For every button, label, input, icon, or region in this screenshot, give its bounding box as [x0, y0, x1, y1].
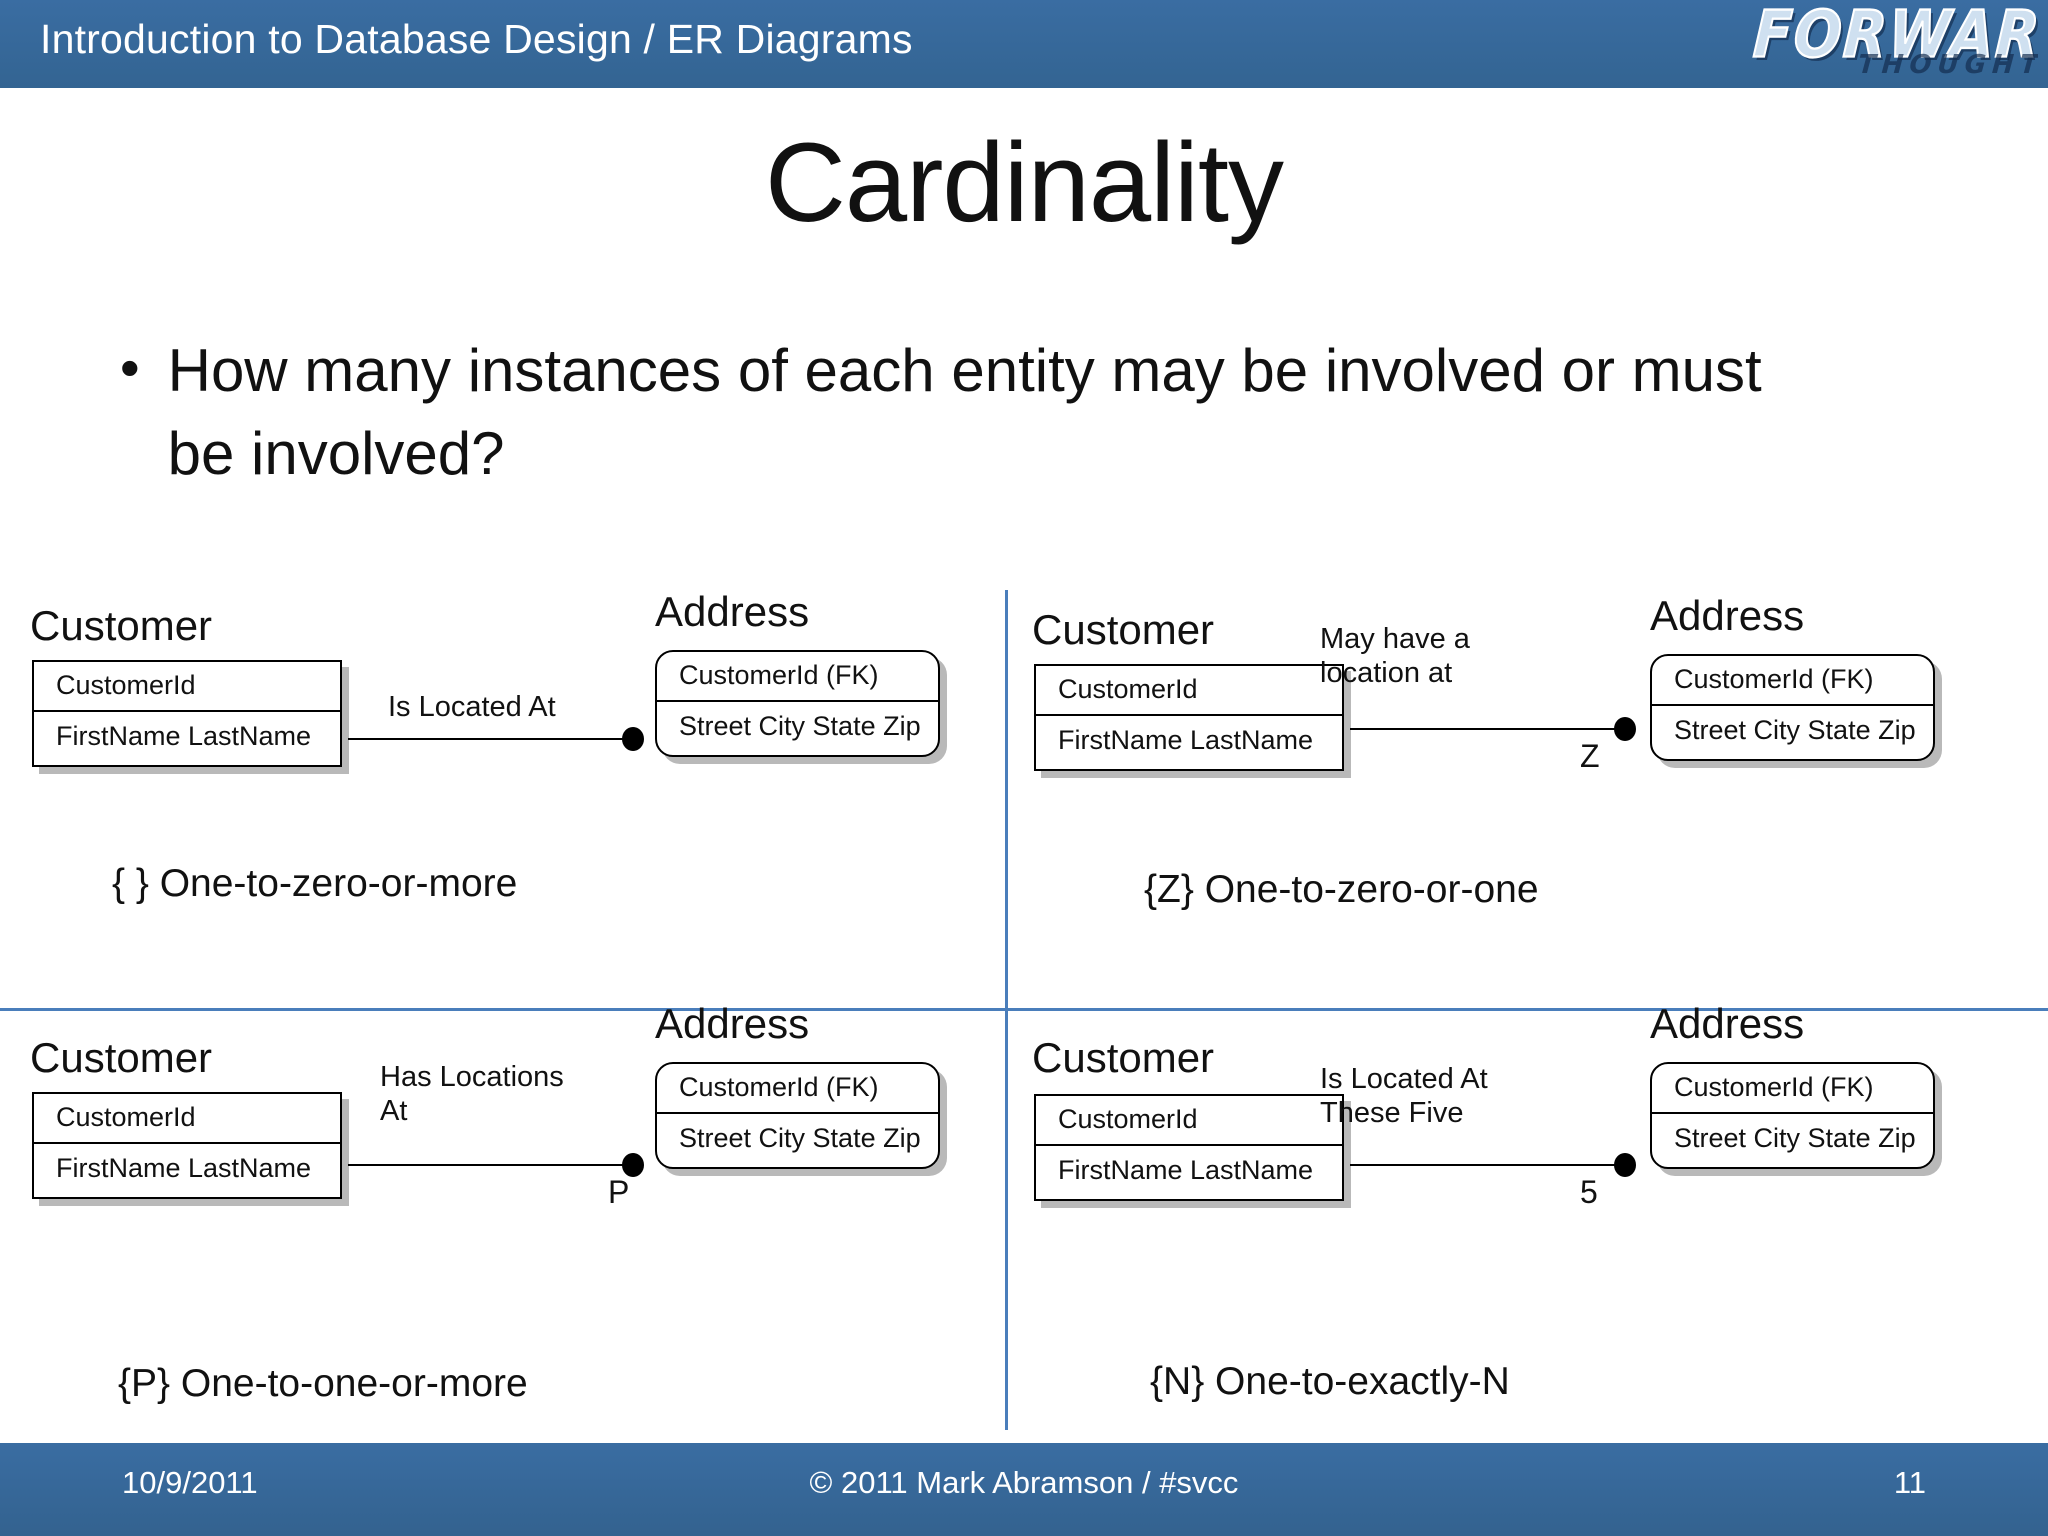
entity-attrs-address: Street City State Zip	[679, 1123, 921, 1153]
entity-key-customer: CustomerId	[34, 662, 340, 712]
entity-attrs-address: Street City State Zip	[1674, 715, 1916, 745]
horizontal-divider	[0, 1008, 2048, 1011]
entity-box-customer: CustomerId FirstName LastName	[1034, 1094, 1344, 1201]
footer-bar: 10/9/2011 © 2011 Mark Abramson / #svcc 1…	[0, 1440, 2048, 1536]
relationship-endpoint-dot	[622, 727, 644, 751]
cardinality-caption: { } One-to-zero-or-more	[112, 862, 518, 905]
entity-box-address: CustomerId (FK) Street City State Zip	[655, 650, 940, 757]
relationship-line	[1350, 1164, 1630, 1166]
entity-box-address: CustomerId (FK) Street City State Zip	[1650, 654, 1935, 761]
footer-date: 10/9/2011	[122, 1465, 258, 1500]
entity-title-address: Address	[655, 1000, 810, 1047]
entity-key-address: CustomerId (FK)	[657, 652, 938, 702]
entity-title-customer: Customer	[1032, 606, 1215, 653]
bullet-text: How many instances of each entity may be…	[167, 337, 1762, 487]
cardinality-caption: {Z} One-to-zero-or-one	[1144, 868, 1539, 911]
forward-thought-logo: FORWARD THOUGHT	[1748, 2, 2038, 88]
relationship-endpoint-dot	[622, 1153, 644, 1177]
entity-box-customer: CustomerId FirstName LastName	[32, 1092, 342, 1199]
entity-attrs-customer: FirstName LastName	[56, 1153, 312, 1183]
relationship-label: May have a location at	[1320, 623, 1470, 690]
entity-title-address: Address	[655, 588, 810, 635]
entity-box-address: CustomerId (FK) Street City State Zip	[655, 1062, 940, 1169]
relationship-label: Is Located At	[388, 691, 556, 723]
relationship-line	[348, 1164, 638, 1166]
footer-page-number: 11	[1893, 1465, 1926, 1500]
header-title: Introduction to Database Design / ER Dia…	[40, 16, 913, 62]
relationship-label: Has Locations At	[380, 1061, 564, 1128]
entity-key-address: CustomerId (FK)	[657, 1064, 938, 1114]
entity-title-address: Address	[1650, 592, 1805, 639]
header-bar: Introduction to Database Design / ER Dia…	[0, 0, 2048, 90]
relationship-endpoint-dot	[1614, 717, 1636, 741]
cardinality-marker: P	[608, 1174, 630, 1210]
entity-title-customer: Customer	[1032, 1034, 1215, 1081]
entity-attrs-customer: FirstName LastName	[1058, 725, 1314, 755]
diagram-one-to-one-or-more: Customer CustomerId FirstName LastName H…	[0, 1000, 1005, 1430]
bullet-marker-icon: •	[120, 336, 140, 399]
entity-key-customer: CustomerId	[34, 1094, 340, 1144]
footer-copyright: © 2011 Mark Abramson / #svcc	[809, 1465, 1239, 1500]
diagram-one-to-zero-or-more: Customer CustomerId FirstName LastName I…	[0, 588, 1005, 1008]
relationship-line	[1350, 728, 1630, 730]
relationship-endpoint-dot	[1614, 1153, 1636, 1177]
entity-attrs-address: Street City State Zip	[1674, 1123, 1916, 1153]
relationship-line	[348, 738, 638, 740]
cardinality-marker: Z	[1580, 738, 1600, 774]
cardinality-marker: 5	[1580, 1174, 1598, 1210]
entity-box-customer: CustomerId FirstName LastName	[32, 660, 342, 767]
diagram-one-to-exactly-n: Customer CustomerId FirstName LastName I…	[1010, 1000, 2015, 1430]
entity-key-customer: CustomerId	[1036, 1096, 1342, 1146]
logo-thought-text: THOUGHT	[1856, 50, 2038, 80]
entity-box-address: CustomerId (FK) Street City State Zip	[1650, 1062, 1935, 1169]
cardinality-caption: {P} One-to-one-or-more	[118, 1362, 528, 1405]
entity-attrs-address: Street City State Zip	[679, 711, 921, 741]
diagram-one-to-zero-or-one: Customer CustomerId FirstName LastName M…	[1010, 590, 2015, 1008]
entity-title-customer: Customer	[30, 1034, 213, 1081]
entity-title-customer: Customer	[30, 602, 213, 649]
page-title: Cardinality	[764, 120, 1284, 245]
entity-attrs-customer: FirstName LastName	[1058, 1155, 1314, 1185]
entity-key-address: CustomerId (FK)	[1652, 1064, 1933, 1114]
entity-key-address: CustomerId (FK)	[1652, 656, 1933, 706]
entity-title-address: Address	[1650, 1000, 1805, 1047]
relationship-label: Is Located At These Five	[1320, 1063, 1488, 1130]
entity-key-customer: CustomerId	[1036, 666, 1342, 716]
entity-box-customer: CustomerId FirstName LastName	[1034, 664, 1344, 771]
cardinality-caption: {N} One-to-exactly-N	[1150, 1360, 1510, 1403]
diagram-grid: Customer CustomerId FirstName LastName I…	[0, 588, 2048, 1430]
entity-attrs-customer: FirstName LastName	[56, 721, 312, 751]
bullet-list: • How many instances of each entity may …	[120, 330, 1930, 496]
